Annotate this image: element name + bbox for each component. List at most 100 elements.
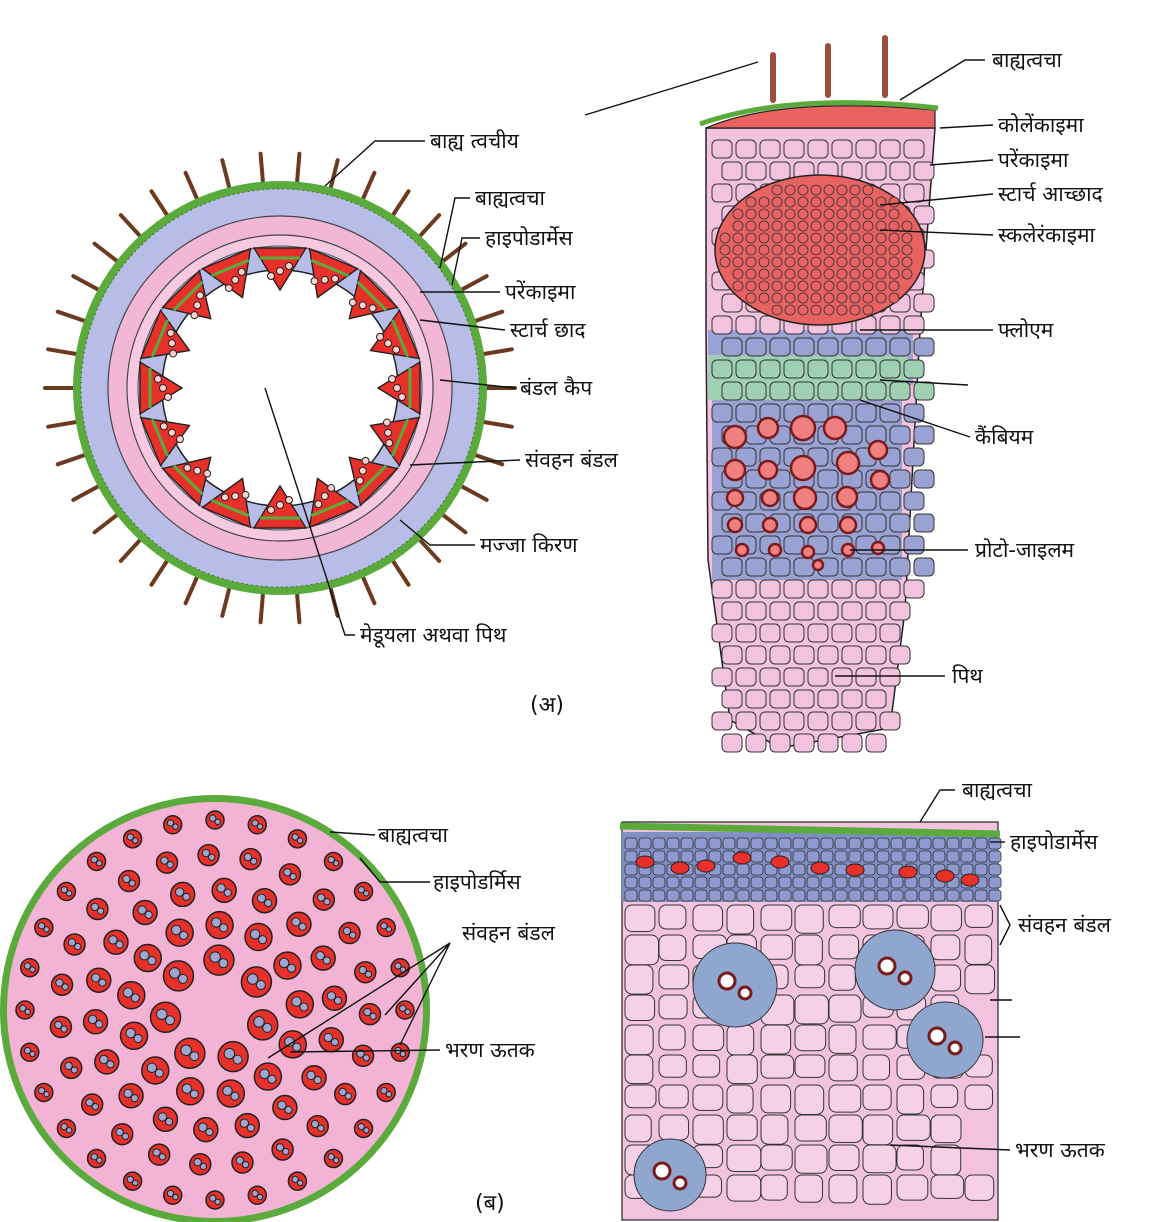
- parenchyma-cell: [727, 1115, 757, 1140]
- xylem-vessel: [133, 1180, 138, 1185]
- xylem-vessel: [107, 1061, 114, 1068]
- hypodermis-cell: [765, 890, 777, 901]
- cell: [808, 360, 828, 378]
- cell: [712, 668, 732, 686]
- xylem-vessel: [297, 1180, 302, 1185]
- hypodermis-cell: [681, 851, 693, 862]
- sclerenchyma-cell: [811, 305, 821, 315]
- xylem-vessel: [256, 980, 265, 989]
- parenchyma-cell: [625, 965, 653, 994]
- sclerenchyma-cell: [733, 209, 743, 219]
- xylem-vessel: [175, 888, 183, 896]
- sclerenchyma-cell: [759, 281, 769, 291]
- xylem-vessel: [169, 968, 180, 979]
- hypodermis-cell: [765, 877, 777, 888]
- xylem-vessel: [99, 979, 106, 986]
- hypodermis-cell: [807, 851, 819, 862]
- fibre-patch: [936, 870, 954, 882]
- parenchyma-cell: [863, 1115, 893, 1145]
- sclerenchyma-cell: [850, 281, 860, 291]
- xylem-vessel: [739, 987, 751, 999]
- xylem-vessel: [167, 862, 173, 868]
- epidermal-hair: [73, 276, 99, 290]
- leader-line: [900, 60, 985, 100]
- hypodermis-cell: [961, 838, 973, 849]
- xylem-vessel: [75, 943, 81, 949]
- xylem-vessel: [184, 464, 191, 471]
- parenchyma-cell: [863, 1055, 890, 1080]
- hypodermis-cell: [919, 864, 931, 875]
- parenchyma-cell: [659, 905, 686, 929]
- xylem-vessel: [377, 333, 384, 340]
- label-collenchyma: कोलेंकाइमा: [998, 113, 1084, 137]
- sclerenchyma-cell: [772, 209, 782, 219]
- xylem-vessel: [311, 278, 318, 285]
- cell: [842, 734, 862, 752]
- label-epidermis: बाह्यत्वचा: [475, 186, 546, 210]
- xylem-vessel: [763, 518, 777, 532]
- sclerenchyma-cell: [837, 233, 847, 243]
- cell: [904, 492, 924, 510]
- sclerenchyma-cell: [733, 281, 743, 291]
- cell: [856, 360, 876, 378]
- cell: [808, 624, 828, 642]
- xylem-vessel: [148, 957, 156, 965]
- epidermal-hair: [460, 486, 486, 500]
- parenchyma-cell: [965, 1085, 992, 1109]
- parenchyma-cell: [829, 1115, 862, 1142]
- cell: [746, 602, 766, 620]
- fibre-patch: [771, 856, 789, 868]
- sclerenchyma-cell: [837, 269, 847, 279]
- sclerenchyma-cell: [811, 197, 821, 207]
- xylem-vessel: [240, 1119, 248, 1127]
- xylem-vessel: [129, 880, 135, 886]
- sclerenchyma-cell: [824, 257, 834, 267]
- xylem-vessel: [316, 952, 324, 960]
- sclerenchyma-cell: [837, 221, 847, 231]
- epidermal-hair: [121, 539, 141, 561]
- xylem-vessel: [88, 1015, 96, 1023]
- xylem-vessel: [97, 1158, 102, 1163]
- sclerenchyma-cell: [746, 197, 756, 207]
- cell: [760, 624, 780, 642]
- cell: [914, 338, 934, 356]
- xylem-vessel: [140, 951, 149, 960]
- parenchyma-cell: [863, 1025, 896, 1049]
- label-parenchyma: परेंकाइमा: [998, 148, 1069, 172]
- xylem-vessel: [370, 1013, 376, 1019]
- parenchyma-cell: [625, 995, 655, 1021]
- hypodermis-cell: [793, 877, 805, 888]
- sclerenchyma-cell: [837, 257, 847, 267]
- hypodermis-cell: [821, 851, 833, 862]
- hypodermis-cell: [961, 851, 973, 862]
- cell: [856, 492, 876, 510]
- epidermal-hair: [261, 154, 263, 184]
- hypodermis-cell: [709, 877, 721, 888]
- xylem-vessel: [297, 838, 302, 843]
- hypodermis-cell: [877, 877, 889, 888]
- cell: [722, 690, 742, 708]
- label-vascular-bundles: संवहन बंडल: [1018, 913, 1112, 937]
- sclerenchyma-cell: [889, 257, 899, 267]
- cell: [904, 140, 924, 158]
- xylem-vessel: [231, 1092, 239, 1100]
- sclerenchyma-cell: [876, 209, 886, 219]
- xylem-vessel: [232, 493, 239, 500]
- sclerenchyma-cell: [863, 281, 873, 291]
- xylem-vessel: [170, 350, 177, 357]
- sclerenchyma-cell: [889, 233, 899, 243]
- xylem-vessel: [178, 974, 187, 983]
- cell: [890, 602, 910, 620]
- cell: [880, 580, 900, 598]
- xylem-vessel: [183, 893, 190, 900]
- cell: [722, 734, 742, 752]
- sclerenchyma-cell: [863, 185, 873, 195]
- hypodermis-cell: [905, 838, 917, 849]
- sclerenchyma-cell: [811, 245, 821, 255]
- sclerenchyma-cell: [772, 305, 782, 315]
- sclerenchyma-cell: [772, 269, 782, 279]
- cell: [818, 734, 838, 752]
- hypodermis-cell: [723, 864, 735, 875]
- hypodermis-cell: [835, 864, 847, 875]
- cell: [712, 536, 732, 554]
